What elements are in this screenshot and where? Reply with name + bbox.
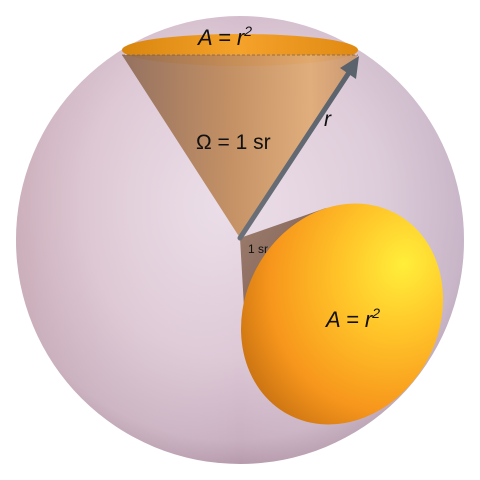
solid-angle-label: Ω = 1 sr [196,131,271,154]
small-solid-angle-label: 1 sr [248,242,268,256]
radius-arrow [237,65,355,241]
large-cone [122,55,358,238]
radius-arrowhead [340,56,359,79]
radius-label: r [324,108,332,131]
top-area-label: A = r2 [196,23,252,50]
spherical-cap [241,203,443,425]
cap-area-label: A = r2 [324,305,380,332]
